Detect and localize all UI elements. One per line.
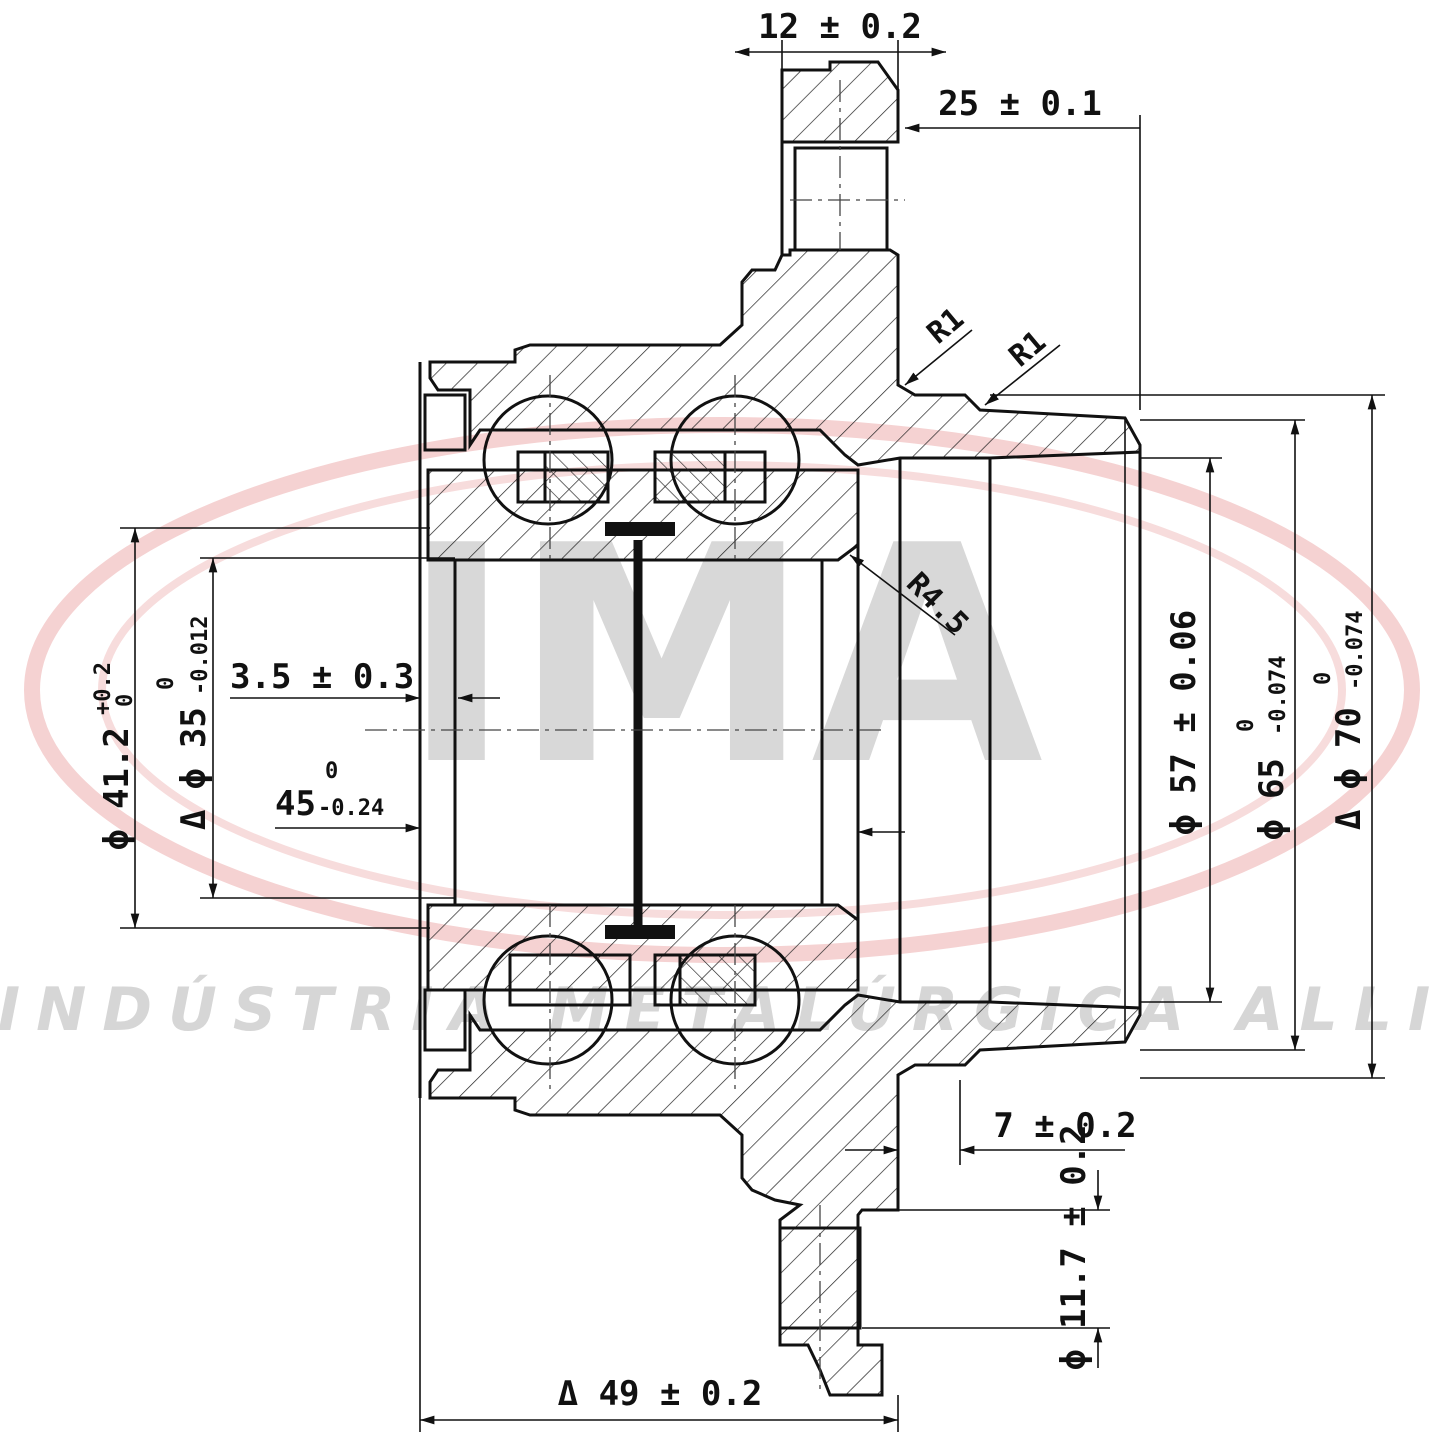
dim-bore-width: 45 [275,784,316,824]
dim-outer-dia-b-upper: 0 [1311,672,1336,685]
dim-inner-dia-b-upper: 0 [154,677,179,690]
dim-step-width: 7 ± 0.2 [993,1106,1136,1146]
upper-cage-right-fill [653,450,727,504]
dim-bolt-hole-dia: ϕ 11.7 ± 0.2 [1054,1124,1094,1370]
lower-ball-left [482,934,614,1066]
dim-inner-dia-b-lower: -0.012 [188,616,213,695]
lower-cage-left [508,953,632,1007]
dim-outer-dia-lower: -0.074 [1266,656,1291,735]
dim-flange-to-face: 25 ± 0.1 [938,84,1102,124]
dim-inner-dia-b: Δ ϕ 35 [174,707,214,830]
upper-inner-ring [426,468,860,562]
dim-outer-dia-b: Δ ϕ 70 [1329,707,1369,830]
upper-ball-left [482,394,614,526]
dim-outer-dia: ϕ 65 [1252,758,1292,840]
lower-split-ring [605,925,675,939]
lower-hub-section [428,993,1142,1397]
dim-inner-dia-a: ϕ 41.2 [97,727,137,850]
dim-chamfer: 3.5 ± 0.3 [230,657,414,697]
upper-bolt-hole [793,146,889,252]
upper-seal [423,393,467,452]
upper-split-ring [605,522,675,536]
dim-overall-width: Δ 49 ± 0.2 [558,1374,763,1414]
dim-bore-width-lower: -0.24 [318,796,384,821]
dim-inner-dia-a-lower: 0 [113,694,138,707]
lower-cage-right-fill [678,953,757,1007]
dim-inner-dia-a-upper: +0.2 [91,662,116,715]
hub-lower-half [423,903,1142,1397]
upper-cage-left-fill [543,450,610,504]
lower-seal [423,988,467,1052]
dim-pilot-dia: ϕ 57 ± 0.06 [1164,610,1204,835]
dim-flange-thickness: 12 ± 0.2 [758,7,922,47]
dimension-lines [120,40,1385,1432]
dim-fillet-1: R1 [921,301,971,351]
dim-outer-dia-b-lower: -0.074 [1343,611,1368,690]
upper-hub-section [428,142,1142,467]
hub-upper-half [423,60,1142,562]
dim-bore-width-upper: 0 [325,759,338,784]
dim-fillet-2: R1 [1003,324,1053,374]
dimension-labels: 12 ± 0.2 25 ± 0.1 R1 R1 R4.5 3.5 ± 0.3 4… [91,7,1369,1414]
dim-outer-dia-upper: 0 [1234,719,1259,732]
